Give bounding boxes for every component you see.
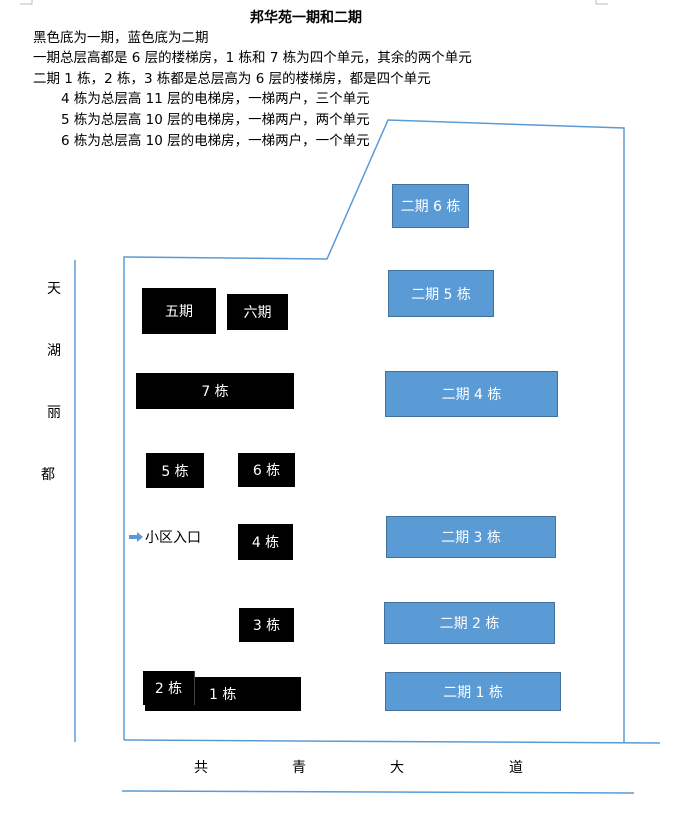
bottom-road-char-3: 大 xyxy=(390,760,404,776)
phase1-building-6: 6 栋 xyxy=(238,453,295,487)
left-road-char-1: 天 xyxy=(47,281,61,297)
page-corner-mark-right xyxy=(595,0,608,5)
phase1-building-2: 2 栋 xyxy=(143,671,195,705)
diagram-title: 邦华苑一期和二期 xyxy=(250,10,362,26)
phase5-block: 五期 xyxy=(142,288,216,334)
building6-note: 6 栋为总层高 10 层的电梯房，一梯两户，一个单元 xyxy=(61,133,370,149)
phase2-building-4: 二期 4 栋 xyxy=(385,371,558,417)
bottom-boundary-line xyxy=(123,739,661,744)
site-boundary xyxy=(123,119,625,742)
phase1-building-4: 4 栋 xyxy=(238,524,293,560)
bottom-road-char-2: 青 xyxy=(292,760,306,776)
legend-note: 黑色底为一期，蓝色底为二期 xyxy=(33,30,209,46)
phase1-building-3: 3 栋 xyxy=(239,608,294,642)
phase1-note: 一期总层高都是 6 层的楼梯房，1 栋和 7 栋为四个单元，其余的两个单元 xyxy=(33,50,472,66)
entrance-label: 小区入口 xyxy=(129,527,201,547)
arrow-right-icon xyxy=(129,532,143,542)
phase2-building-3: 二期 3 栋 xyxy=(386,516,556,558)
phase1-building-7: 7 栋 xyxy=(136,373,294,409)
page-corner-mark-left xyxy=(20,0,33,5)
bottom-road-line xyxy=(121,790,635,794)
building5-note: 5 栋为总层高 10 层的电梯房，一梯两户，两个单元 xyxy=(61,112,370,128)
building4-note: 4 栋为总层高 11 层的电梯房，一梯两户，三个单元 xyxy=(61,91,370,107)
phase2-note: 二期 1 栋，2 栋，3 栋都是总层高为 6 层的楼梯房，都是四个单元 xyxy=(33,71,431,87)
left-road-char-3: 丽 xyxy=(47,405,61,421)
phase2-building-6: 二期 6 栋 xyxy=(392,184,469,228)
phase1-building-5: 5 栋 xyxy=(146,453,204,488)
phase2-building-1: 二期 1 栋 xyxy=(385,672,561,711)
phase2-building-5: 二期 5 栋 xyxy=(388,270,494,317)
phase2-building-2: 二期 2 栋 xyxy=(384,602,555,644)
entrance-text: 小区入口 xyxy=(145,530,201,546)
left-road-char-4: 都 xyxy=(41,467,55,483)
bottom-road-char-4: 道 xyxy=(509,760,523,776)
left-road-char-2: 湖 xyxy=(47,343,61,359)
phase6-block: 六期 xyxy=(227,294,288,330)
bottom-road-char-1: 共 xyxy=(194,760,208,776)
